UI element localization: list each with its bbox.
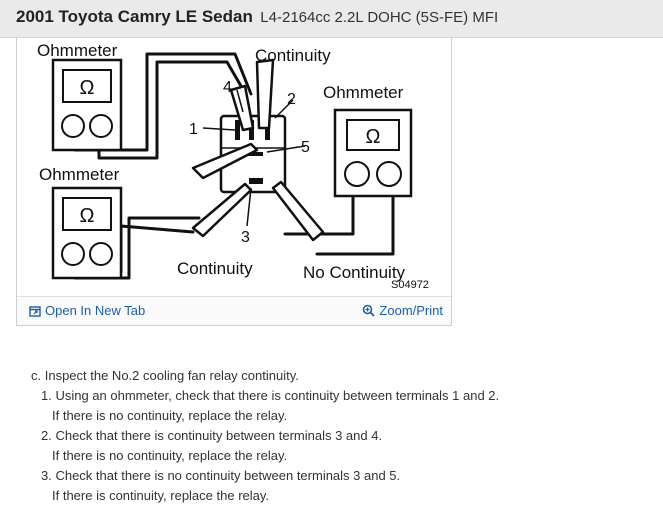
instruction-step-1: 1. Using an ohmmeter, check that there i… bbox=[41, 388, 500, 403]
terminal-label-5: 5 bbox=[301, 139, 310, 156]
instruction-step-2-note: If there is no continuity, replace the r… bbox=[52, 448, 288, 463]
relay-continuity-diagram: Ω Ω Ω bbox=[37, 41, 429, 291]
open-in-new-tab-link[interactable]: Open In New Tab bbox=[29, 303, 145, 318]
ohm-symbol-r: Ω bbox=[366, 126, 381, 148]
terminal-label-4: 4 bbox=[223, 79, 232, 96]
instruction-step-1-note: If there is no continuity, replace the r… bbox=[52, 408, 288, 423]
wire-tl-2 bbox=[97, 60, 243, 160]
ohm-symbol-bl: Ω bbox=[80, 205, 95, 227]
label-continuity-top: Continuity bbox=[255, 46, 331, 65]
terminal-label-2: 2 bbox=[287, 91, 296, 108]
label-no-continuity: No Continuity bbox=[303, 263, 406, 282]
instruction-step-3-note: If there is continuity, replace the rela… bbox=[52, 488, 270, 503]
label-ohmmeter-left: Ohmmeter bbox=[39, 165, 120, 184]
wire-r-2 bbox=[315, 188, 395, 256]
probe-bottom-right bbox=[271, 180, 325, 242]
open-new-tab-icon bbox=[29, 306, 41, 317]
probe-mid-left bbox=[191, 142, 259, 180]
engine-subtitle: L4-2164cc 2.2L DOHC (5S-FE) MFI bbox=[260, 9, 499, 26]
zoom-print-link[interactable]: Zoom/Print bbox=[362, 303, 443, 318]
inspection-instructions: c. Inspect the No.2 cooling fan relay co… bbox=[31, 366, 651, 506]
ohmmeter-top-left: Ω bbox=[51, 58, 123, 152]
relay-diagram-figure: Ω Ω Ω bbox=[16, 38, 452, 326]
instruction-heading: c. Inspect the No.2 cooling fan relay co… bbox=[31, 368, 299, 383]
probe-top-right bbox=[255, 58, 275, 130]
terminal-label-1: 1 bbox=[189, 121, 198, 138]
zoom-icon bbox=[363, 304, 376, 317]
vehicle-title: 2001 Toyota Camry LE Sedan bbox=[16, 7, 253, 26]
ohmmeter-bottom-left: Ω bbox=[51, 186, 123, 280]
ohm-symbol-tl: Ω bbox=[80, 77, 95, 99]
ohmmeter-right: Ω bbox=[333, 108, 413, 198]
zoom-print-label: Zoom/Print bbox=[379, 303, 443, 318]
label-ohmmeter-right: Ohmmeter bbox=[323, 83, 404, 102]
label-ohmmeter-top-left: Ohmmeter bbox=[37, 41, 118, 60]
terminal-label-3: 3 bbox=[241, 229, 250, 246]
instruction-step-3: 3. Check that there is no continuity bet… bbox=[41, 468, 401, 483]
label-continuity-bottom: Continuity bbox=[177, 259, 253, 278]
figure-code: S04972 bbox=[391, 279, 429, 291]
relay bbox=[219, 114, 287, 194]
figure-footer: Open In New Tab Zoom/Print bbox=[17, 296, 451, 325]
open-in-new-tab-label: Open In New Tab bbox=[45, 303, 146, 318]
instruction-step-2: 2. Check that there is continuity betwee… bbox=[41, 428, 383, 443]
page-header: 2001 Toyota Camry LE Sedan L4-2164cc 2.2… bbox=[0, 0, 663, 38]
